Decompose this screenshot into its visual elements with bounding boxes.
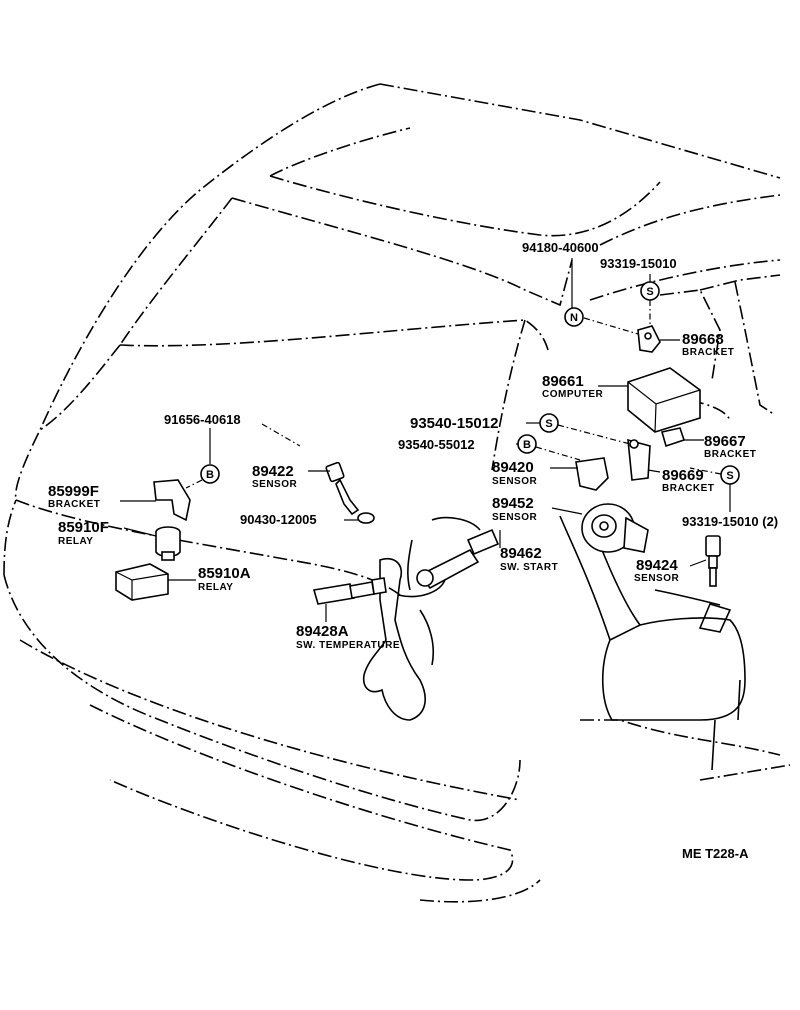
svg-text:S: S: [726, 470, 733, 482]
part-85910f-relay: [155, 526, 181, 561]
label-89462: 89462: [500, 545, 542, 562]
part-89422-sensor: [325, 461, 360, 516]
part-89452-sensor: [581, 503, 649, 553]
label-89452: 89452: [492, 495, 534, 512]
part-89669-bracket: [627, 438, 651, 481]
part-85910a-relay: [115, 563, 169, 601]
label-93540-15012: 93540-15012: [410, 415, 498, 432]
label-89422: 89422: [252, 463, 294, 480]
desc-89661: COMPUTER: [542, 389, 604, 400]
part-90430-gasket: [357, 512, 375, 524]
desc-85910f: RELAY: [58, 536, 93, 547]
label-91656-40618: 91656-40618: [164, 412, 241, 427]
label-90430-12005: 90430-12005: [240, 512, 317, 527]
desc-89667: BRACKET: [704, 449, 756, 460]
symbol-n: N: [564, 307, 584, 327]
symbol-b-left: B: [200, 464, 220, 484]
desc-89669: BRACKET: [662, 483, 714, 494]
part-89428a-switch: [312, 577, 387, 605]
desc-89668: BRACKET: [682, 347, 734, 358]
part-89462-switch: [416, 528, 500, 590]
engine-outline: [362, 515, 746, 771]
label-89667: 89667: [704, 433, 746, 450]
svg-text:S: S: [646, 286, 653, 298]
symbol-b-mid: B: [517, 434, 537, 454]
part-89667-bracket: [660, 427, 686, 448]
label-93319-15010-top: 93319-15010: [600, 256, 677, 271]
label-85999f: 85999F: [48, 483, 99, 500]
label-93319-15010-2: 93319-15010 (2): [682, 514, 778, 529]
svg-text:B: B: [206, 469, 214, 481]
desc-89424: SENSOR: [634, 573, 680, 584]
label-85910a: 85910A: [198, 565, 251, 582]
label-94180-40600: 94180-40600: [522, 240, 599, 255]
svg-text:N: N: [570, 312, 578, 324]
part-85999f-bracket: [153, 479, 191, 522]
desc-89420: SENSOR: [492, 476, 538, 487]
part-labels: 94180-40600 93319-15010 89668 BRACKET 89…: [48, 240, 778, 861]
symbol-s-right: S: [720, 465, 740, 485]
label-89661: 89661: [542, 373, 584, 390]
label-89424: 89424: [636, 557, 678, 574]
symbol-s-mid: S: [539, 413, 559, 433]
label-89668: 89668: [682, 331, 724, 348]
symbol-s-top: S: [640, 281, 660, 301]
svg-text:S: S: [545, 418, 552, 430]
label-89669: 89669: [662, 467, 704, 484]
label-93540-55012: 93540-55012: [398, 437, 475, 452]
desc-85999f: BRACKET: [48, 499, 100, 510]
label-89428a: 89428A: [296, 623, 349, 640]
part-89420-sensor: [575, 457, 609, 491]
desc-89422: SENSOR: [252, 479, 298, 490]
part-89668-bracket: [637, 325, 661, 353]
desc-89462: SW. START: [500, 562, 558, 573]
label-85910f: 85910F: [58, 519, 109, 536]
part-89424-sensor: [705, 535, 721, 587]
svg-text:B: B: [523, 439, 531, 451]
desc-85910a: RELAY: [198, 582, 233, 593]
part-89661-computer: [627, 367, 701, 433]
desc-89428a: SW. TEMPERATURE: [296, 640, 400, 651]
car-body-outline: [3, 83, 791, 903]
desc-89452: SENSOR: [492, 512, 538, 523]
diagram-code: ME T228-A: [682, 846, 749, 861]
label-89420: 89420: [492, 459, 534, 476]
leader-lines: [120, 258, 731, 622]
